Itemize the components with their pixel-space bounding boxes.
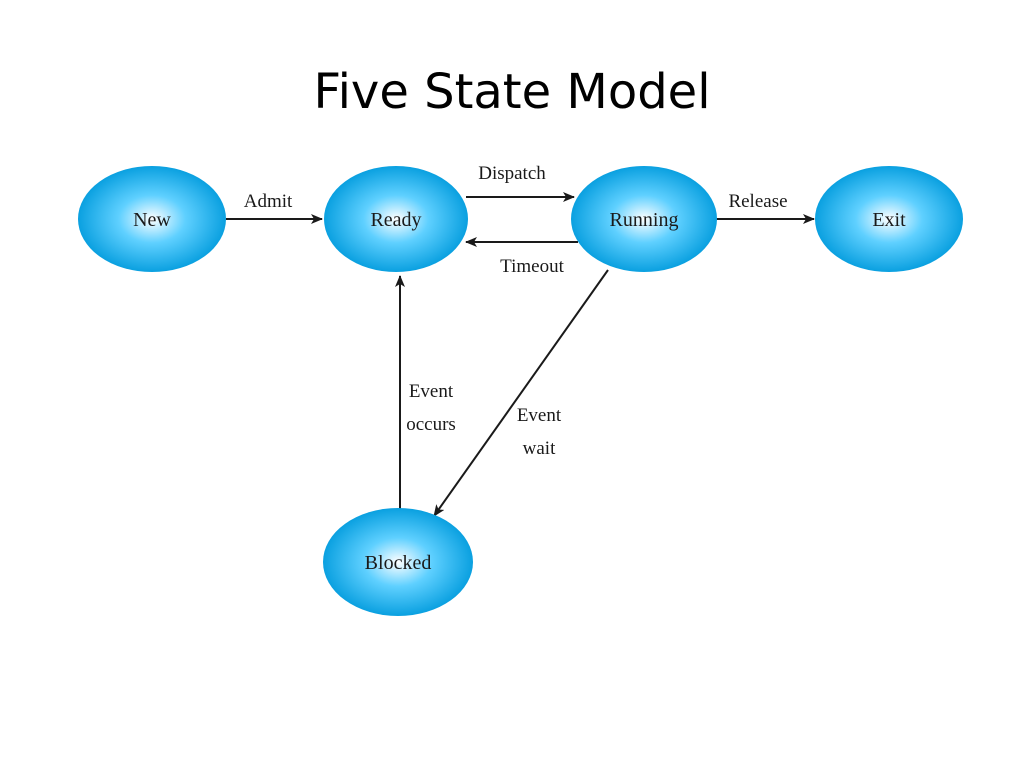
label-event-wait-line1: Event (517, 405, 562, 426)
slide-title: Five State Model (313, 64, 711, 120)
node-blocked: Blocked (323, 508, 473, 616)
label-timeout: Timeout (500, 256, 564, 277)
label-release: Release (728, 191, 787, 212)
node-blocked-label: Blocked (365, 552, 432, 574)
label-event-occurs-line2: occurs (406, 414, 456, 435)
edge-event-wait (433, 269, 609, 517)
node-ready-label: Ready (370, 209, 421, 231)
node-ready: Ready (324, 166, 468, 272)
label-event-occurs-line1: Event (409, 381, 454, 402)
node-exit: Exit (815, 166, 963, 272)
label-admit: Admit (244, 191, 293, 212)
node-exit-label: Exit (872, 209, 906, 231)
label-dispatch: Dispatch (478, 163, 546, 184)
node-running: Running (571, 166, 717, 272)
label-event-wait-line2: wait (523, 438, 556, 459)
node-new-label: New (133, 209, 171, 231)
node-new: New (78, 166, 226, 272)
node-running-label: Running (610, 209, 679, 231)
